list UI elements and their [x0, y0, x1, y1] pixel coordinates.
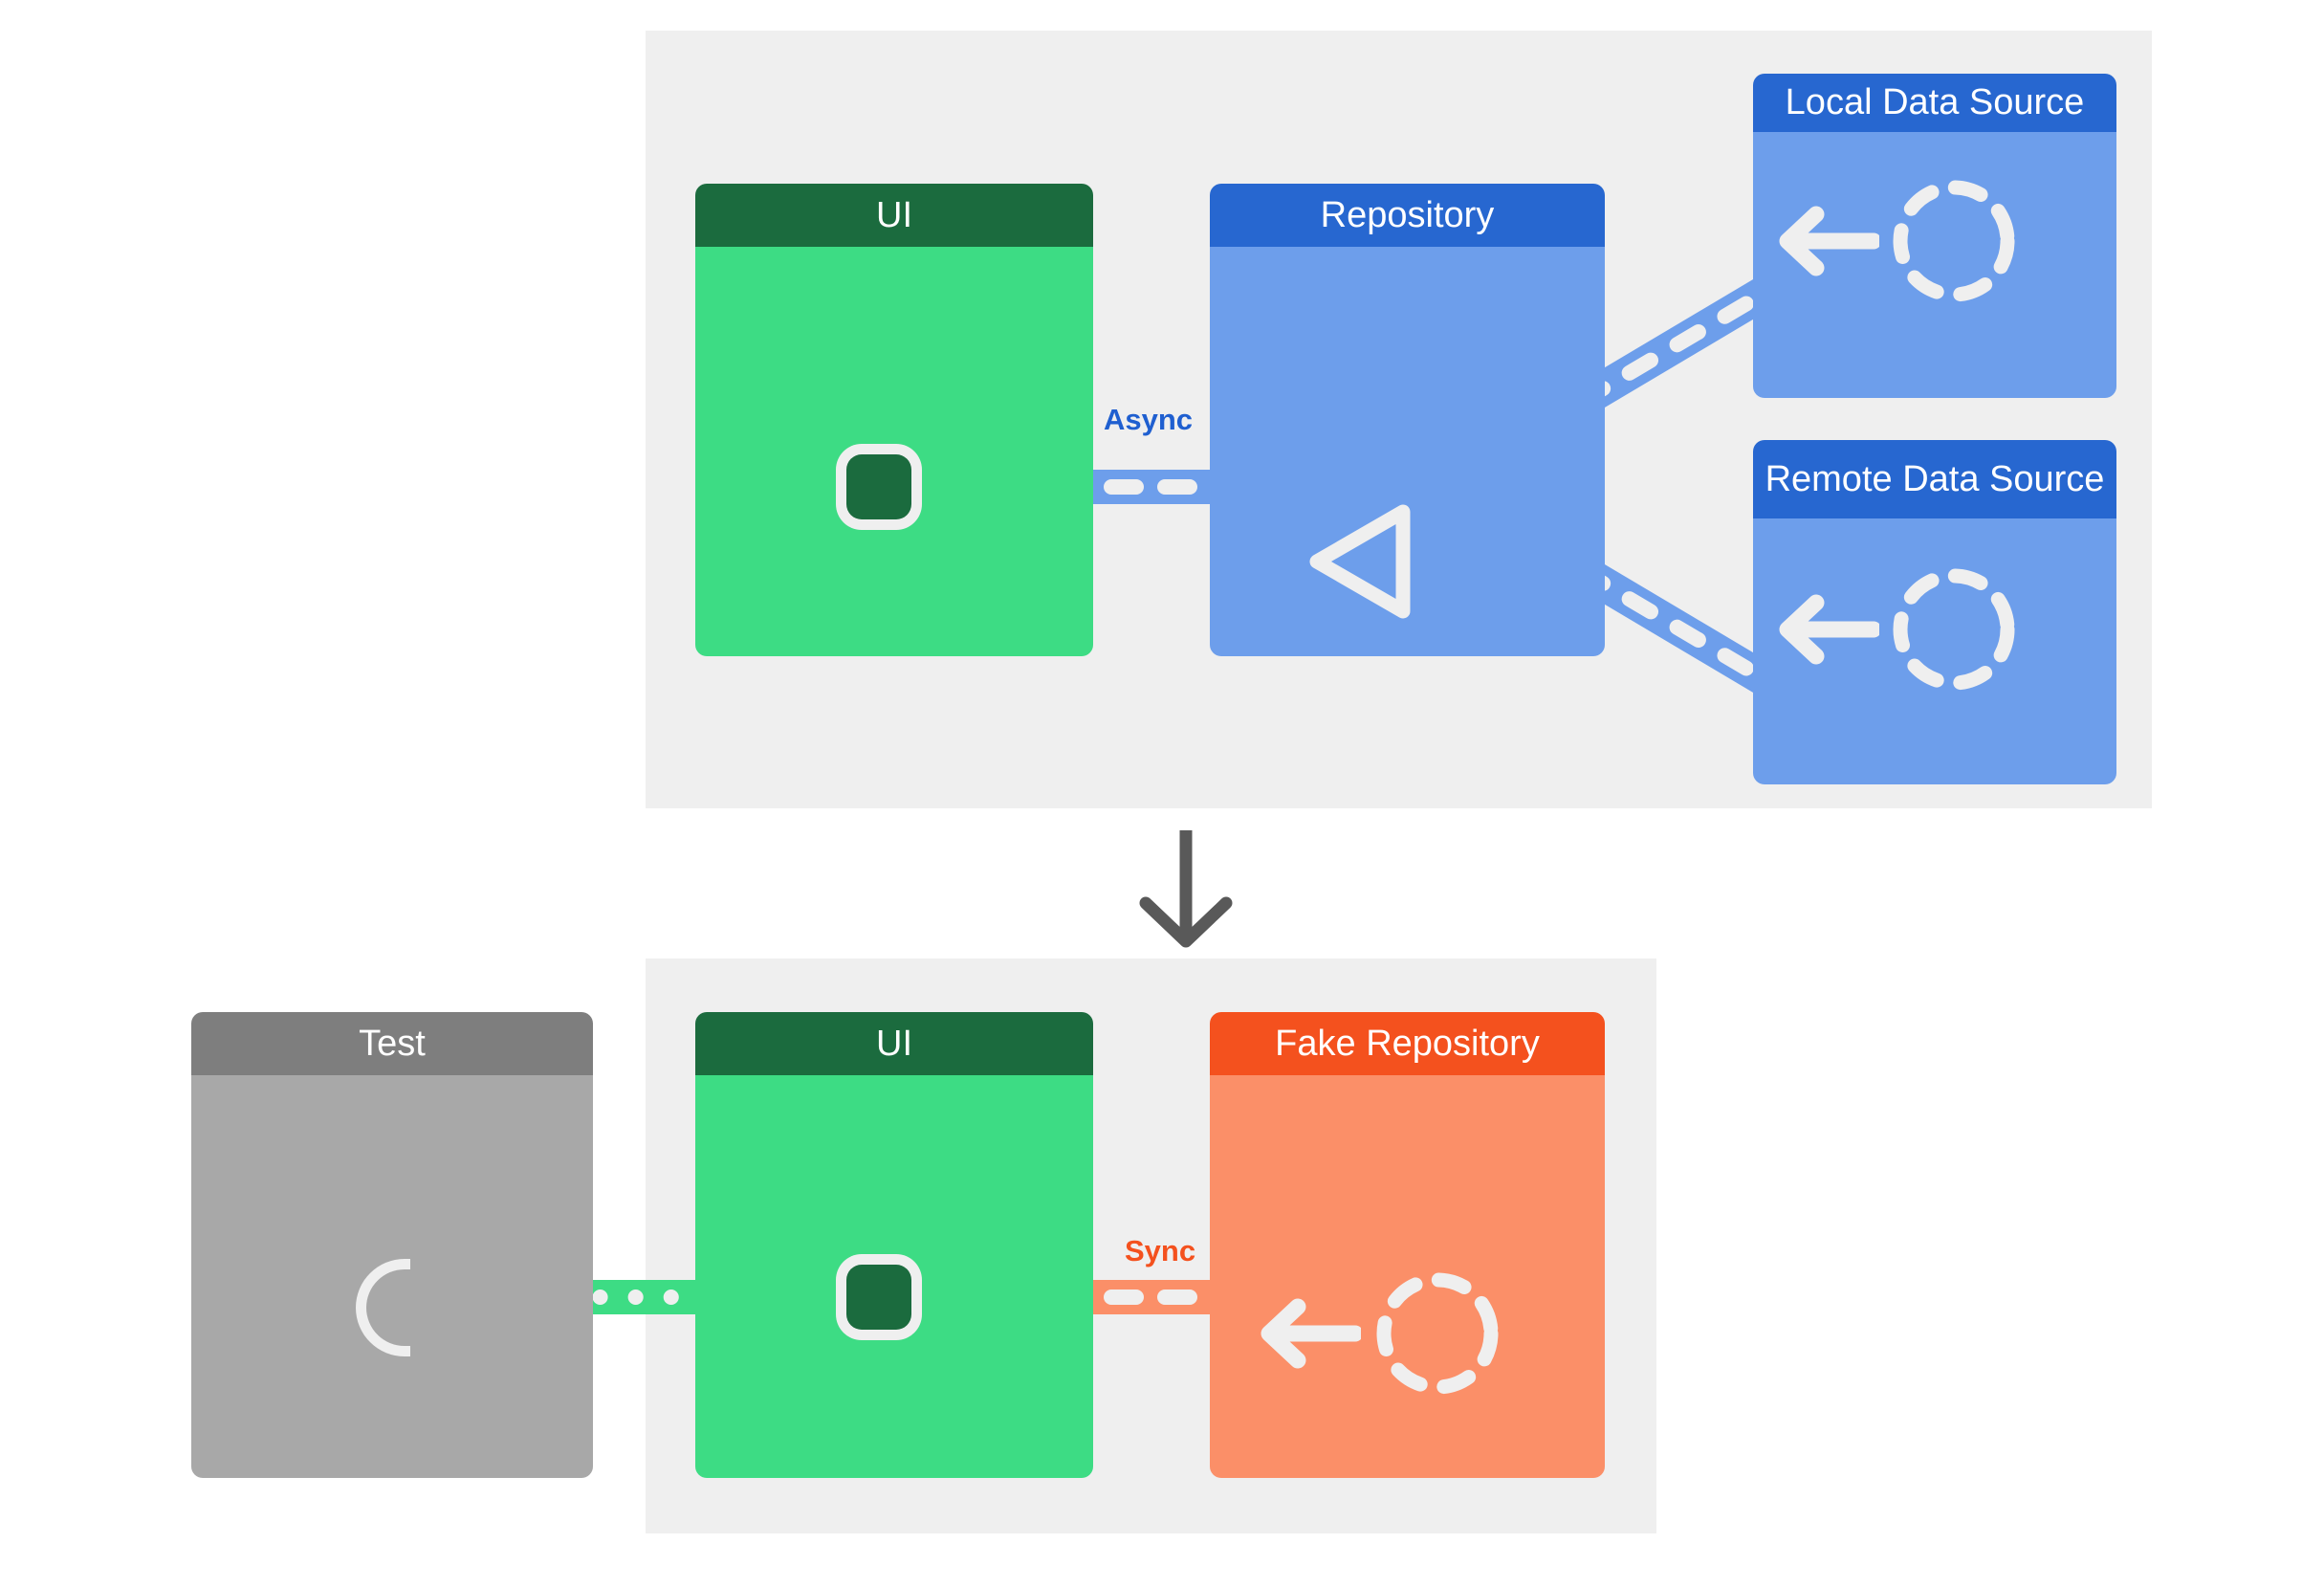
- node-local-data-source-body: [1753, 132, 2116, 398]
- node-ui-production-body: [695, 247, 1093, 656]
- node-repository[interactable]: Repository: [1210, 184, 1605, 656]
- square-port-icon: [846, 454, 911, 519]
- edge-label-sync: Sync: [1117, 1231, 1204, 1271]
- node-ui-test-title: UI: [695, 1012, 1093, 1075]
- socket-port-icon: [356, 1259, 410, 1356]
- node-repository-body: [1210, 247, 1605, 656]
- node-remote-data-source-body: [1753, 518, 2116, 784]
- node-ui-test[interactable]: UI: [695, 1012, 1093, 1478]
- node-local-data-source-title: Local Data Source: [1753, 74, 2116, 132]
- node-remote-data-source-title: Remote Data Source: [1753, 440, 2116, 518]
- node-local-data-source[interactable]: Local Data Source: [1753, 74, 2116, 398]
- node-ui-production-title: UI: [695, 184, 1093, 247]
- dashed-circle-icon: [1372, 1268, 1502, 1399]
- node-ui-production[interactable]: UI: [695, 184, 1093, 656]
- dashed-circle-icon: [1889, 564, 2019, 694]
- arrow-left-icon: [1774, 203, 1882, 279]
- square-port-icon: [846, 1265, 911, 1330]
- node-remote-data-source[interactable]: Remote Data Source: [1753, 440, 2116, 784]
- node-fake-repository-title: Fake Repository: [1210, 1012, 1605, 1075]
- arrow-down-icon: [1129, 824, 1243, 950]
- arrow-left-icon: [1774, 591, 1882, 668]
- node-fake-repository-body: [1210, 1075, 1605, 1478]
- node-fake-repository[interactable]: Fake Repository: [1210, 1012, 1605, 1478]
- node-test[interactable]: Test: [191, 1012, 593, 1478]
- node-test-title: Test: [191, 1012, 593, 1075]
- edge-label-async: Async: [1096, 400, 1201, 440]
- triangle-left-outline-icon: [1307, 504, 1413, 619]
- node-repository-title: Repository: [1210, 184, 1605, 247]
- arrow-left-icon: [1256, 1295, 1364, 1372]
- dashed-circle-icon: [1889, 176, 2019, 306]
